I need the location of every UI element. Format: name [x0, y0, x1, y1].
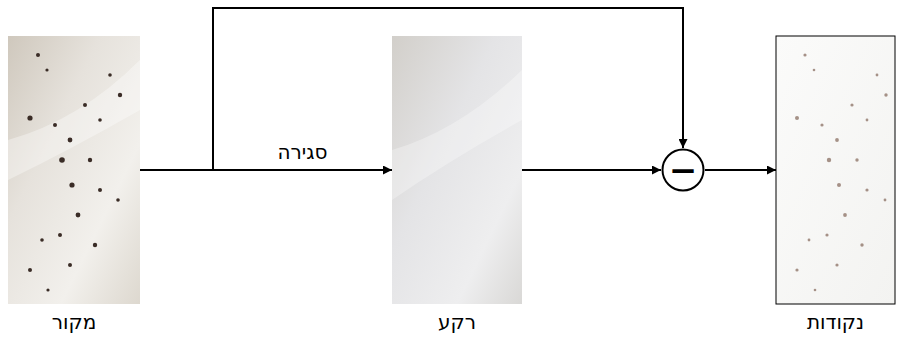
flow-arrow [705, 169, 776, 171]
image-panel: מקור [8, 36, 140, 304]
background-photo [392, 36, 522, 304]
dots-photo [776, 36, 895, 304]
image-panel: רקע [392, 36, 522, 304]
flow-arrow [522, 169, 661, 171]
operation-label: סגירה [274, 140, 330, 164]
operator-sign: − [661, 148, 705, 192]
image-caption: מקור [0, 310, 160, 334]
image-caption: נקודות [756, 310, 898, 334]
image-caption: רקע [372, 310, 542, 334]
subtract-circle: − [661, 148, 705, 192]
source-photo [8, 36, 140, 304]
flow-arrow [140, 8, 683, 170]
image-panel: נקודות [776, 36, 895, 304]
